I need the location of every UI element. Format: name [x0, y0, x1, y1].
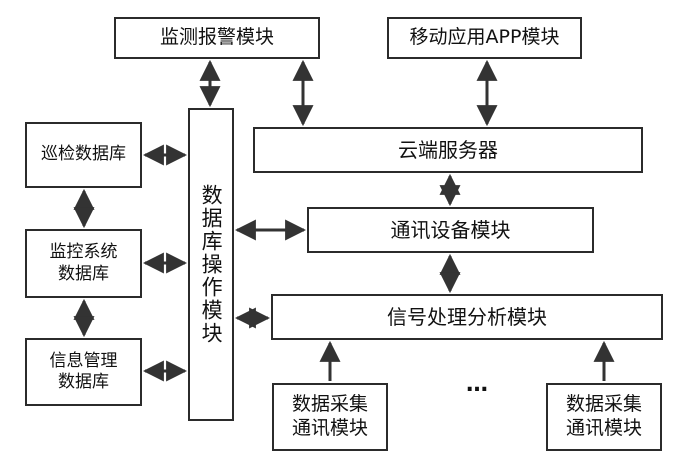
info-management-database-label: 信息管理 数据库 [49, 350, 118, 392]
monitor-system-database-label: 监控系统 数据库 [49, 242, 118, 284]
comm-device-label: 通讯设备模块 [390, 217, 511, 242]
signal-processing-label: 信号处理分析模块 [387, 304, 547, 329]
comm-device-module: 通讯设备模块 [307, 207, 594, 253]
info-management-database: 信息管理 数据库 [25, 338, 142, 406]
patrol-database: 巡检数据库 [25, 122, 142, 188]
cloud-server-box: 云端服务器 [253, 127, 643, 173]
signal-processing-module: 信号处理分析模块 [271, 294, 663, 340]
database-operation-label: 数据库操作模块 [199, 184, 224, 345]
database-operation-module: 数据库操作模块 [188, 108, 234, 421]
data-collection-comm-label-1: 数据采集 通讯模块 [291, 393, 368, 439]
monitor-alarm-label: 监测报警模块 [159, 26, 274, 49]
data-collection-comm-label-2: 数据采集 通讯模块 [565, 393, 642, 439]
mobile-app-module: 移动应用APP模块 [387, 17, 582, 59]
monitor-alarm-module: 监测报警模块 [114, 17, 320, 59]
ellipsis: … [466, 372, 490, 397]
mobile-app-label: 移动应用APP模块 [409, 26, 560, 49]
data-collection-comm-module-2: 数据采集 通讯模块 [546, 383, 662, 451]
patrol-database-label: 巡检数据库 [41, 144, 126, 165]
cloud-server-label: 云端服务器 [398, 137, 498, 162]
monitor-system-database: 监控系统 数据库 [25, 229, 142, 298]
data-collection-comm-module-1: 数据采集 通讯模块 [272, 383, 388, 451]
